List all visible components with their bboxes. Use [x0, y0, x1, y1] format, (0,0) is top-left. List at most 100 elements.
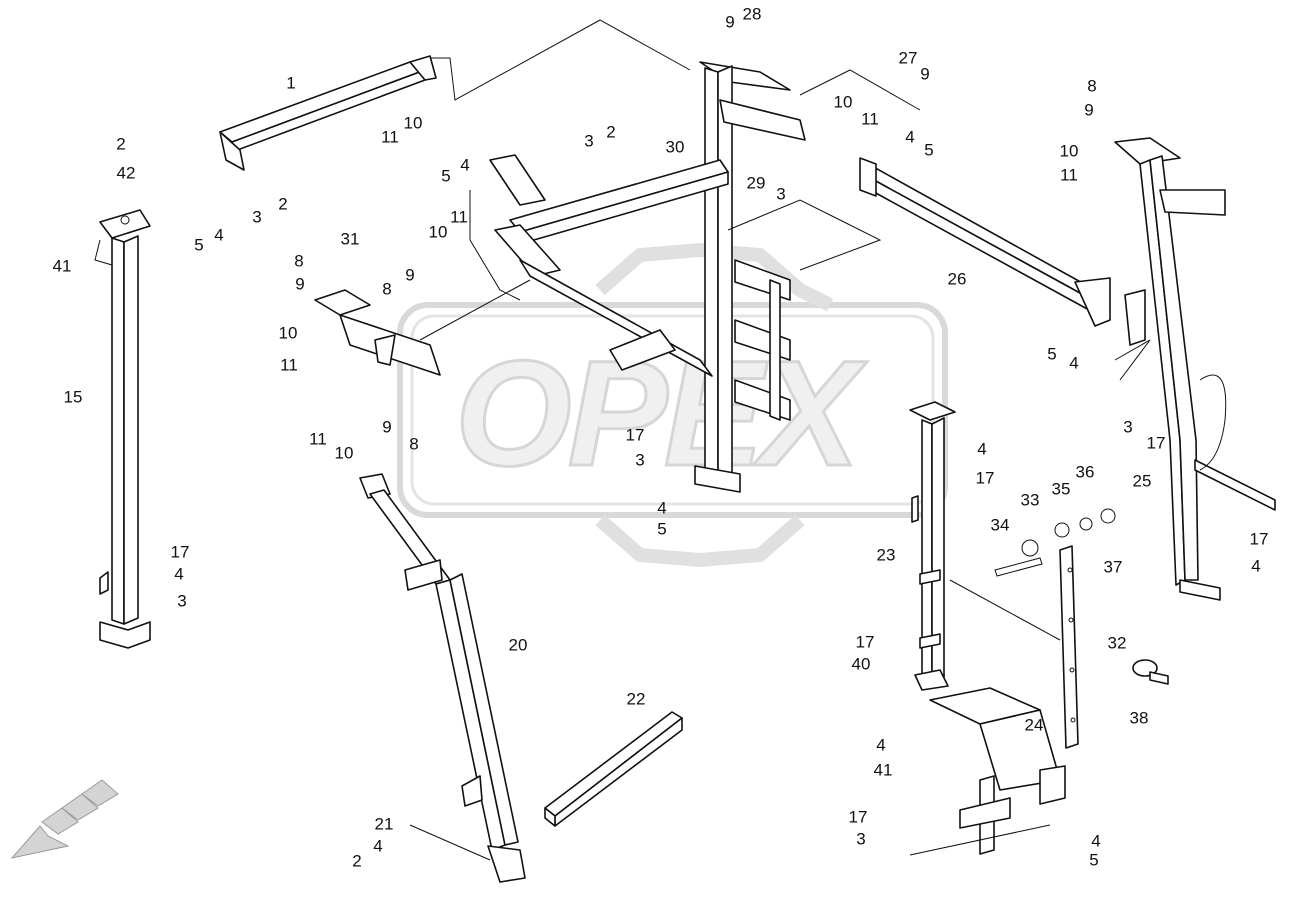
callout-9: 9: [295, 274, 304, 293]
callout-17: 17: [856, 632, 875, 651]
callout-number: 11: [450, 207, 468, 226]
callout-9: 9: [382, 417, 391, 436]
callout-22: 22: [627, 689, 646, 708]
callout-number: 9: [1084, 100, 1093, 119]
callout-31: 31: [341, 229, 360, 248]
callout-17: 17: [976, 468, 995, 487]
callout-number: 5: [441, 166, 450, 185]
part-15-post: [99, 209, 151, 649]
callout-4: 4: [1251, 556, 1260, 575]
callout-3: 3: [635, 450, 644, 469]
callout-number: 8: [409, 434, 418, 453]
callout-number: 3: [177, 591, 186, 610]
callout-4: 4: [174, 564, 183, 583]
callout-number: 4: [1069, 353, 1078, 372]
callout-4: 4: [1091, 831, 1100, 850]
callout-number: 33: [1021, 490, 1040, 509]
callout-number: 8: [294, 251, 303, 270]
callout-number: 2: [352, 851, 361, 870]
callout-number: 11: [309, 429, 327, 448]
callout-10: 10: [429, 222, 448, 241]
callout-5: 5: [441, 166, 450, 185]
callout-4: 4: [214, 225, 223, 244]
callout-number: 17: [856, 632, 875, 651]
callout-number: 25: [1133, 471, 1152, 490]
callout-number: 23: [877, 545, 896, 564]
callout-number: 5: [194, 235, 203, 254]
callout-number: 3: [252, 207, 261, 226]
callout-5: 5: [194, 235, 203, 254]
callout-24: 24: [1025, 715, 1044, 734]
callout-5: 5: [924, 140, 933, 159]
callout-number: 27: [899, 48, 918, 67]
callout-17: 17: [171, 542, 190, 561]
callout-36: 36: [1076, 462, 1095, 481]
callout-26: 26: [948, 269, 967, 288]
callout-1: 1: [286, 73, 295, 92]
callout-5: 5: [1089, 850, 1098, 869]
part-25-upright: [1114, 137, 1276, 601]
callout-number: 22: [627, 689, 646, 708]
callout-number: 4: [977, 439, 986, 458]
callout-37: 37: [1104, 557, 1123, 576]
callout-number: 10: [279, 323, 298, 342]
callout-10: 10: [834, 92, 853, 111]
callout-number: 31: [341, 229, 360, 248]
callout-number: 2: [278, 194, 287, 213]
callout-number: 5: [1089, 850, 1098, 869]
callout-11: 11: [861, 109, 879, 128]
callout-17: 17: [1147, 433, 1166, 452]
callout-number: 4: [460, 155, 469, 174]
callout-number: 4: [1251, 556, 1260, 575]
callout-number: 35: [1052, 479, 1071, 498]
callout-number: 10: [834, 92, 853, 111]
callout-number: 11: [861, 109, 879, 128]
callout-2: 2: [606, 122, 615, 141]
callout-number: 1: [286, 73, 295, 92]
callout-number: 3: [584, 131, 593, 150]
callout-32: 32: [1108, 633, 1127, 652]
part-24-bracket: [929, 687, 1066, 855]
callout-number: 9: [920, 64, 929, 83]
callout-17: 17: [1250, 529, 1269, 548]
callout-number: 8: [1087, 76, 1096, 95]
callout-3: 3: [177, 591, 186, 610]
callout-number: 4: [876, 735, 885, 754]
callout-number: 36: [1076, 462, 1095, 481]
callout-11: 11: [381, 127, 399, 146]
part-32-plate: [1059, 545, 1079, 749]
callout-number: 9: [295, 274, 304, 293]
callout-40: 40: [852, 654, 871, 673]
hardware-33-34-35-36: [994, 508, 1116, 577]
callout-10: 10: [279, 323, 298, 342]
callout-number: 38: [1130, 708, 1149, 727]
callout-number: 5: [924, 140, 933, 159]
callout-number: 5: [1047, 344, 1056, 363]
callout-27: 27: [899, 48, 918, 67]
callout-number: 8: [382, 279, 391, 298]
callout-number: 17: [626, 425, 645, 444]
callout-number: 10: [335, 443, 354, 462]
callout-3: 3: [584, 131, 593, 150]
callout-number: 17: [1147, 433, 1166, 452]
callout-number: 29: [747, 173, 766, 192]
callout-11: 11: [309, 429, 327, 448]
callout-11: 11: [450, 207, 468, 226]
watermark-text: OPEX: [455, 329, 868, 497]
callout-number: 2: [606, 122, 615, 141]
callout-number: 9: [405, 265, 414, 284]
callout-4: 4: [657, 498, 666, 517]
callout-41: 41: [53, 256, 72, 275]
callout-5: 5: [657, 519, 666, 538]
callout-42: 42: [117, 163, 136, 182]
direction-arrow-icon: [10, 779, 119, 859]
callout-2: 2: [352, 851, 361, 870]
callout-33: 33: [1021, 490, 1040, 509]
callout-number: 4: [373, 836, 382, 855]
callout-number: 4: [1091, 831, 1100, 850]
callout-8: 8: [409, 434, 418, 453]
callout-number: 10: [429, 222, 448, 241]
callout-11: 11: [280, 355, 298, 374]
